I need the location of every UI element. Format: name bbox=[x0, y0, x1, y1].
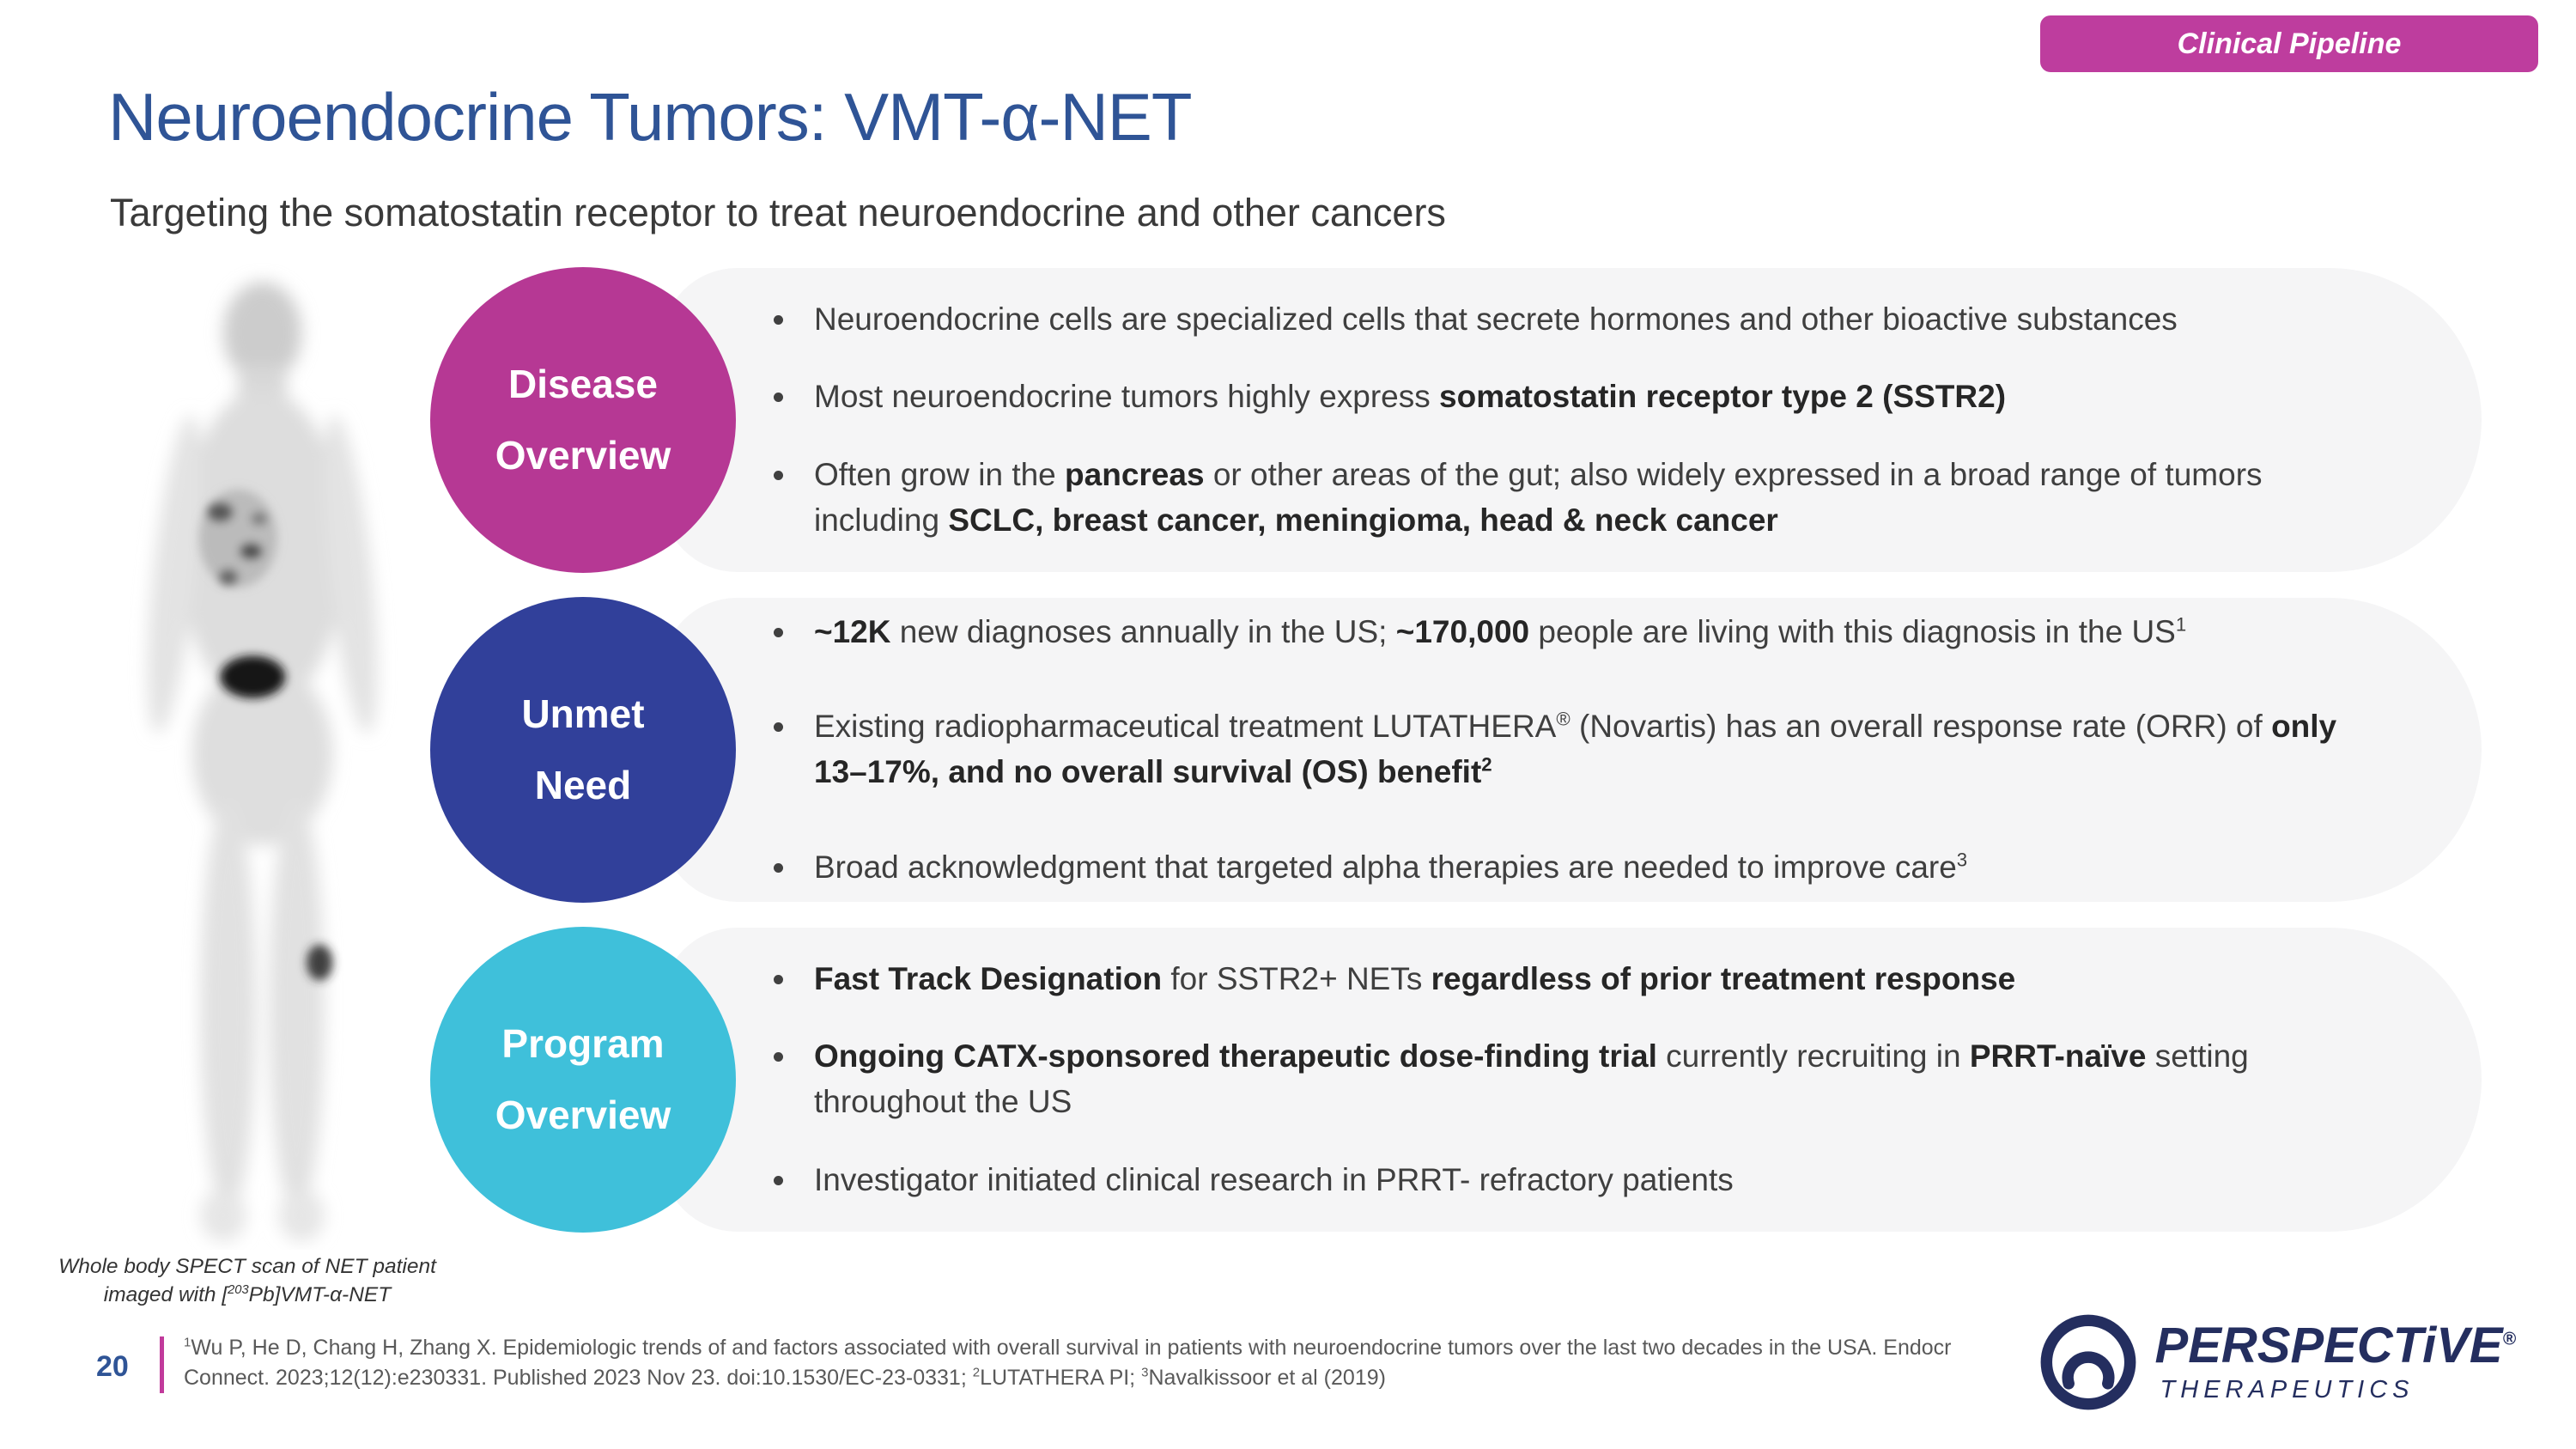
bullet-item: Often grow in the pancreas or other area… bbox=[774, 453, 2396, 543]
bullet-item: Ongoing CATX-sponsored therapeutic dose-… bbox=[774, 1034, 2396, 1124]
bullet-item: Investigator initiated clinical research… bbox=[774, 1158, 2396, 1203]
unmet-need-bullets: ~12K new diagnoses annually in the US; ~… bbox=[774, 596, 2396, 904]
circle-label-line: Overview bbox=[495, 433, 671, 478]
bullet-dot bbox=[774, 862, 783, 873]
circle-label-line: Unmet bbox=[521, 691, 645, 737]
perspective-logo-icon bbox=[2040, 1314, 2136, 1410]
bullet-item: Most neuroendocrine tumors highly expres… bbox=[774, 374, 2396, 420]
section-program-overview: Program Overview Fast Track Designation … bbox=[430, 926, 2482, 1233]
unmet-need-circle: Unmet Need bbox=[430, 597, 736, 903]
bullet-text: Existing radiopharmaceutical treatment L… bbox=[814, 709, 2337, 789]
logo-text: PERSPECTiVE® THERAPEUTICS bbox=[2154, 1318, 2516, 1404]
bullet-dot bbox=[774, 393, 783, 403]
bullet-dot bbox=[774, 1175, 783, 1185]
program-overview-panel bbox=[661, 928, 2482, 1232]
bullet-item: ~12K new diagnoses annually in the US; ~… bbox=[774, 610, 2396, 655]
circle-label-line: Program bbox=[501, 1021, 665, 1067]
page-subtitle: Targeting the somatostatin receptor to t… bbox=[110, 191, 1446, 234]
spect-scan-svg bbox=[147, 282, 378, 1242]
company-logo: PERSPECTiVE® THERAPEUTICS bbox=[2038, 1312, 2516, 1412]
logo-wordmark: PERSPECTiVE® bbox=[2154, 1318, 2516, 1374]
clinical-pipeline-badge: Clinical Pipeline bbox=[2040, 15, 2538, 72]
bullet-dot bbox=[774, 974, 783, 984]
logo-wordmark-text: PERSPECTiVE bbox=[2154, 1318, 2503, 1374]
bullet-dot bbox=[774, 1052, 783, 1062]
bullet-dot bbox=[774, 722, 783, 733]
logo-subtext: THERAPEUTICS bbox=[2160, 1375, 2415, 1403]
page-title: Neuroendocrine Tumors: VMT-α-NET bbox=[108, 79, 1192, 155]
bullet-dot bbox=[774, 627, 783, 637]
bullet-dot bbox=[774, 471, 783, 480]
section-unmet-need: Unmet Need ~12K new diagnoses annually i… bbox=[430, 596, 2482, 904]
unmet-need-panel bbox=[661, 598, 2482, 902]
bullet-item: Broad acknowledgment that targeted alpha… bbox=[774, 845, 2396, 891]
scan-caption: Whole body SPECT scan of NET patient ima… bbox=[58, 1255, 436, 1307]
bullet-dot bbox=[774, 314, 783, 325]
disease-overview-panel bbox=[661, 268, 2482, 572]
circle-label-line: Need bbox=[534, 763, 632, 807]
bullet-text: Often grow in the pancreas or other area… bbox=[814, 457, 2263, 538]
disease-overview-circle: Disease Overview bbox=[430, 267, 736, 573]
sections: Disease Overview Neuroendocrine cells ar… bbox=[430, 266, 2482, 1256]
bullet-text: Broad acknowledgment that targeted alpha… bbox=[814, 849, 1968, 885]
disease-overview-bullets: Neuroendocrine cells are specialized cel… bbox=[774, 266, 2396, 574]
bullet-text: ~12K new diagnoses annually in the US; ~… bbox=[814, 613, 2187, 649]
bullet-text: Neuroendocrine cells are specialized cel… bbox=[814, 301, 2178, 337]
program-overview-circle: Program Overview bbox=[430, 927, 736, 1233]
program-overview-bullets: Fast Track Designation for SSTR2+ NETs r… bbox=[774, 926, 2396, 1233]
bullet-item: Existing radiopharmaceutical treatment L… bbox=[774, 704, 2396, 795]
circle-label-line: Disease bbox=[508, 362, 658, 407]
bullet-item: Fast Track Designation for SSTR2+ NETs r… bbox=[774, 957, 2396, 1002]
footer-divider bbox=[160, 1336, 164, 1393]
footnote: 1Wu P, He D, Chang H, Zhang X. Epidemiol… bbox=[184, 1335, 1952, 1390]
bullet-text: Investigator initiated clinical research… bbox=[814, 1161, 1734, 1197]
bullet-text: Fast Track Designation for SSTR2+ NETs r… bbox=[814, 960, 2016, 996]
registered-mark: ® bbox=[2502, 1329, 2516, 1349]
section-disease-overview: Disease Overview Neuroendocrine cells ar… bbox=[430, 266, 2482, 574]
spect-scan-image bbox=[94, 258, 421, 1250]
bullet-item: Neuroendocrine cells are specialized cel… bbox=[774, 297, 2396, 343]
page-number: 20 bbox=[96, 1350, 129, 1383]
bullet-text: Ongoing CATX-sponsored therapeutic dose-… bbox=[814, 1038, 2249, 1119]
circle-label-line: Overview bbox=[495, 1093, 671, 1137]
bullet-text: Most neuroendocrine tumors highly expres… bbox=[814, 379, 2007, 415]
